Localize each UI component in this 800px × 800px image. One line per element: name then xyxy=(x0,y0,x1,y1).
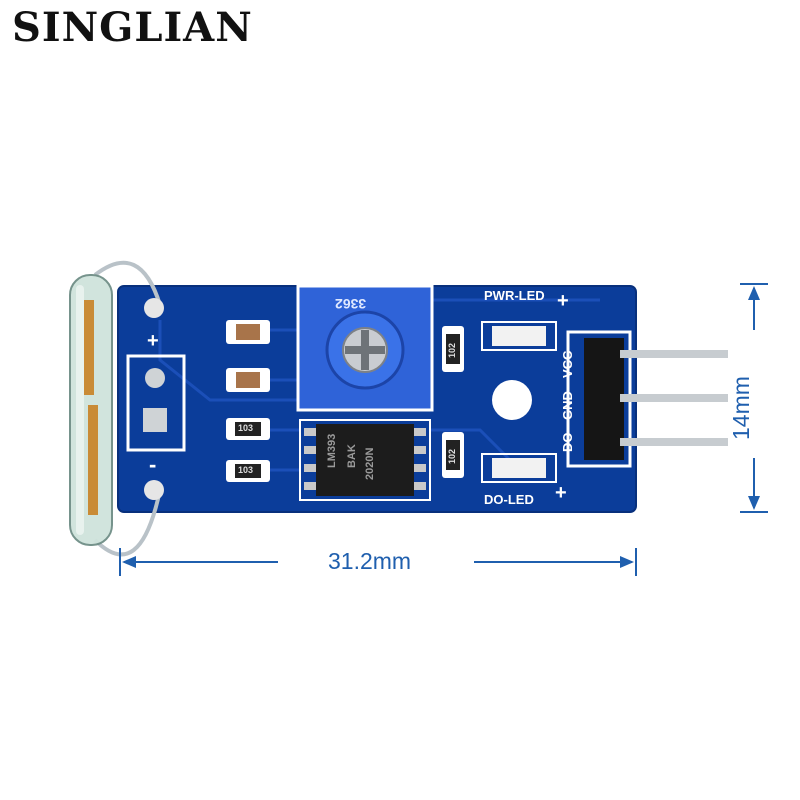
pin-label-do: DO xyxy=(560,432,575,453)
reed-pad-box xyxy=(126,354,186,452)
resistors-left xyxy=(226,418,270,482)
reed-switch xyxy=(69,260,162,557)
mounting-hole xyxy=(492,380,532,420)
pwr-led-label: PWR-LED xyxy=(484,288,545,303)
width-dimension xyxy=(119,548,637,576)
height-dimension-label: 14mm xyxy=(728,376,754,440)
chip-marking-1: LM393 xyxy=(326,433,338,468)
do-led-label: DO-LED xyxy=(484,492,534,507)
resistors-right xyxy=(442,326,464,478)
height-dimension xyxy=(740,283,768,513)
pot-marking: 3362 xyxy=(335,296,367,312)
plus-sign: + xyxy=(147,330,159,352)
pin-header xyxy=(566,330,728,468)
pin-label-vcc: VCC xyxy=(560,350,575,378)
leds xyxy=(481,321,557,483)
brand-logo: SINGLIAN xyxy=(12,4,253,51)
resistor-marking-3: 102 xyxy=(447,342,457,358)
resistor-marking-4: 102 xyxy=(447,448,457,464)
minus-sign: - xyxy=(149,452,157,477)
pwr-led-plus: + xyxy=(557,290,569,312)
do-led-plus: + xyxy=(555,482,567,504)
chip-marking-2: BAK xyxy=(346,444,358,468)
capacitors xyxy=(226,320,270,392)
chip-marking-3: 2020N xyxy=(364,447,376,480)
potentiometer xyxy=(296,284,434,412)
ic-chip xyxy=(299,419,431,501)
resistor-marking-1: 103 xyxy=(238,423,254,433)
width-dimension-label: 31.2mm xyxy=(328,548,412,574)
resistor-marking-2: 103 xyxy=(238,465,254,475)
pin-label-gnd: GND xyxy=(560,391,575,420)
